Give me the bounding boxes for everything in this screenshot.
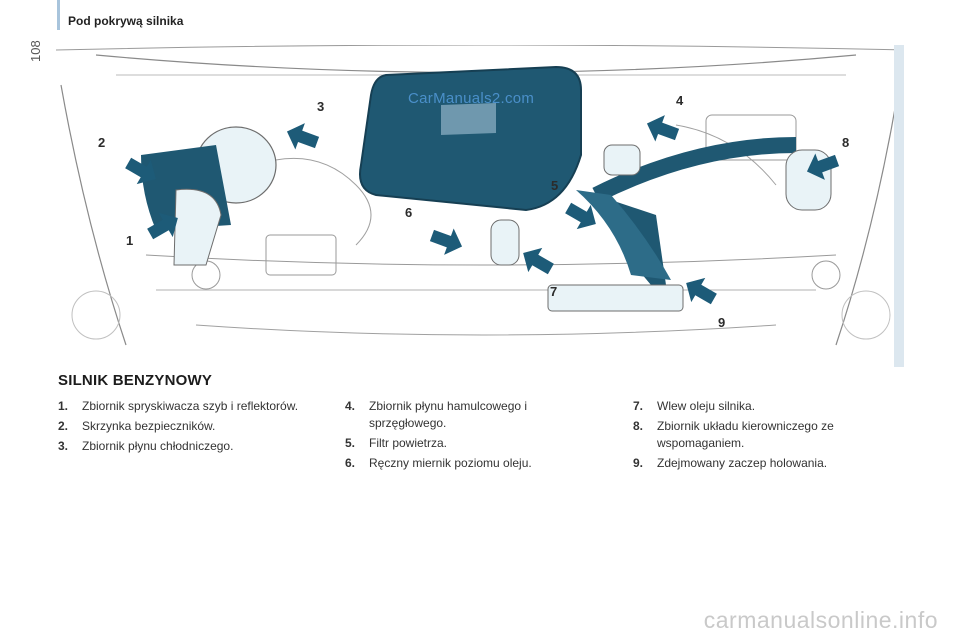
- callout-2: 2: [98, 135, 105, 150]
- legend-number: 3.: [58, 439, 69, 453]
- callout-6: 6: [405, 205, 412, 220]
- legend-number: 1.: [58, 399, 69, 413]
- legend-text: Wlew oleju silnika.: [657, 399, 756, 413]
- content-heading: SILNIK BENZYNOWY: [58, 372, 213, 389]
- legend-number: 6.: [345, 456, 356, 470]
- legend-item: 5. Filtr powietrza.: [345, 435, 585, 452]
- page-number: 108: [28, 40, 43, 62]
- legend-text: Zdejmowany zaczep holowania.: [657, 456, 828, 470]
- callout-7: 7: [550, 284, 557, 299]
- callout-3: 3: [317, 99, 324, 114]
- legend-text: Zbiornik spryskiwacza szyb i reflektorów…: [82, 399, 299, 413]
- callout-1: 1: [126, 233, 133, 248]
- legend-text: Ręczny miernik poziomu oleju.: [369, 456, 532, 470]
- callout-4: 4: [676, 93, 684, 108]
- legend-column-2: 4. Zbiornik płynu hamulcowego i sprzęgło…: [345, 398, 585, 475]
- legend-text: Zbiornik płynu hamulcowego i sprzęgłoweg…: [369, 399, 528, 430]
- legend-item: 3. Zbiornik płynu chłodniczego.: [58, 438, 338, 455]
- footer-watermark: carmanualsonline.info: [703, 607, 938, 633]
- legend-text: Zbiornik płynu chłodniczego.: [82, 439, 234, 453]
- legend-item: 1. Zbiornik spryskiwacza szyb i reflekto…: [58, 398, 338, 415]
- callout-9: 9: [718, 315, 725, 330]
- sidebar-accent-bar: [57, 0, 60, 30]
- legend-number: 9.: [633, 456, 644, 470]
- section-title: Pod pokrywą silnika: [68, 14, 184, 28]
- legend-text: Filtr powietrza.: [369, 436, 448, 450]
- legend-item: 7. Wlew oleju silnika.: [633, 398, 873, 415]
- legend-text: Skrzynka bezpieczników.: [82, 419, 216, 433]
- callout-8: 8: [842, 135, 849, 150]
- legend-number: 4.: [345, 399, 356, 413]
- legend-item: 2. Skrzynka bezpieczników.: [58, 418, 338, 435]
- legend-number: 7.: [633, 399, 644, 413]
- legend-item: 6. Ręczny miernik poziomu oleju.: [345, 455, 585, 472]
- callout-5: 5: [551, 178, 558, 193]
- legend-item: 9. Zdejmowany zaczep holowania.: [633, 455, 873, 472]
- legend-number: 2.: [58, 419, 69, 433]
- legend-number: 8.: [633, 419, 644, 433]
- legend-column-3: 7. Wlew oleju silnika. 8. Zbiornik układ…: [633, 398, 873, 475]
- legend-number: 5.: [345, 436, 356, 450]
- engine-bay-illustration: 1 2 3 4 5 6 7 8 9: [56, 45, 904, 367]
- legend-text: Zbiornik układu kierowniczego ze wspomag…: [657, 419, 834, 450]
- legend-item: 4. Zbiornik płynu hamulcowego i sprzęgło…: [345, 398, 585, 432]
- site-watermark: CarManuals2.com: [408, 90, 535, 107]
- legend-item: 8. Zbiornik układu kierowniczego ze wspo…: [633, 418, 873, 452]
- legend-column-1: 1. Zbiornik spryskiwacza szyb i reflekto…: [58, 398, 338, 458]
